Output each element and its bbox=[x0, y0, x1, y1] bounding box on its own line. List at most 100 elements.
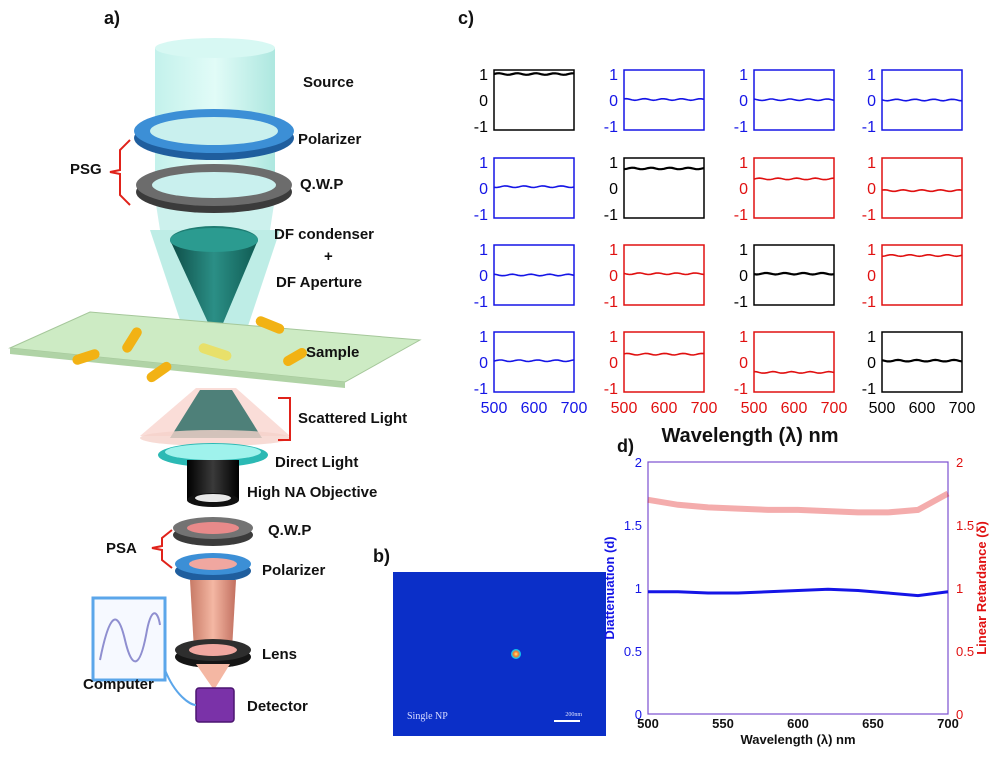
cell-y-tick: 0 bbox=[479, 93, 488, 110]
image-caption: Single NP bbox=[407, 711, 448, 722]
right-y-tick-label: 0 bbox=[956, 707, 963, 722]
diattenuation-line bbox=[648, 587, 949, 598]
cell-y-tick: 1 bbox=[739, 67, 748, 84]
x-tick-label: 700 bbox=[691, 400, 718, 417]
cell-y-tick: 1 bbox=[609, 242, 618, 259]
x-tick-label: 700 bbox=[821, 400, 848, 417]
right-y-tick-label: 1.5 bbox=[956, 518, 974, 533]
matrix-cell-r3c3: 10-1 bbox=[734, 242, 835, 311]
label-polarizer-bottom: Polarizer bbox=[262, 562, 326, 579]
cell-frame bbox=[753, 157, 835, 219]
cell-curve bbox=[623, 352, 705, 356]
matrix-cell-r1c2: 10-1 bbox=[604, 67, 705, 136]
cell-y-tick: 0 bbox=[739, 268, 748, 285]
x-tick-label: 500 bbox=[481, 400, 508, 417]
x-tick-label: 550 bbox=[712, 716, 734, 731]
scalebar bbox=[554, 720, 580, 722]
x-tick-label: 500 bbox=[869, 400, 896, 417]
cell-curve bbox=[753, 177, 835, 181]
sample-plane bbox=[8, 311, 422, 388]
mueller-matrix-chart: 10-110-110-110-110-110-110-110-110-110-1… bbox=[474, 67, 975, 447]
label-df-condenser: DF condenser bbox=[274, 226, 375, 243]
matrix-cell-r3c1: 10-1 bbox=[474, 242, 575, 311]
left-y-tick-label: 0 bbox=[635, 707, 642, 722]
panel-label-a: a) bbox=[104, 8, 121, 28]
left-y-axis-label: Diattenuation (d) bbox=[602, 536, 617, 639]
cell-y-tick: -1 bbox=[862, 207, 876, 224]
matrix-cell-r4c4: 1 0 -1 bbox=[862, 329, 963, 398]
plot-frame bbox=[647, 461, 949, 715]
x-tick-label: 500 bbox=[611, 400, 638, 417]
cell-curve bbox=[881, 188, 963, 193]
cell-frame bbox=[753, 331, 835, 393]
label-sample: Sample bbox=[306, 344, 360, 361]
cell-frame bbox=[493, 331, 575, 393]
scalebar-label: 200nm bbox=[565, 712, 582, 718]
cell-curve bbox=[493, 72, 575, 76]
matrix-cell-r2c3: 10-1 bbox=[734, 155, 835, 224]
qwp-ring-top bbox=[136, 164, 292, 213]
cell-curve bbox=[493, 359, 575, 363]
cell-y-tick: -1 bbox=[474, 381, 488, 398]
cell-y-tick: -1 bbox=[862, 294, 876, 311]
label-qwp-top: Q.W.P bbox=[300, 176, 344, 193]
cell-y-tick: -1 bbox=[604, 207, 618, 224]
label-objective: High NA Objective bbox=[247, 484, 378, 501]
direct-light-ring bbox=[158, 443, 268, 467]
x-tick-label: 700 bbox=[949, 400, 975, 417]
matrix-cell-r3c4: 1 0 -1 bbox=[862, 242, 963, 311]
left-y-tick-label: 1.5 bbox=[624, 518, 642, 533]
scattered-light-bracket bbox=[278, 397, 291, 441]
cell-y-tick: 0 bbox=[609, 181, 618, 198]
x-tick-label: 500 bbox=[637, 716, 659, 731]
single-np-image: Single NP 200nm bbox=[393, 572, 606, 736]
cell-curve bbox=[623, 272, 705, 276]
cell-y-tick: -1 bbox=[734, 207, 748, 224]
right-y-axis-label: Linear Retardance (δ) bbox=[974, 521, 989, 655]
panel-label-b: b) bbox=[373, 546, 390, 566]
label-df-aperture: DF Aperture bbox=[276, 274, 363, 291]
cell-y-tick: 1 bbox=[867, 329, 876, 346]
cell-curve bbox=[753, 370, 835, 374]
cell-frame bbox=[881, 244, 963, 306]
matrix-cell-r1c4: 10-1 bbox=[862, 67, 963, 136]
x-axis-label: Wavelength (λ) nm bbox=[661, 425, 838, 447]
cell-y-tick: 0 bbox=[867, 268, 876, 285]
cell-y-tick: 0 bbox=[739, 93, 748, 110]
focused-beam bbox=[196, 664, 230, 690]
computer-cable bbox=[164, 669, 197, 706]
panel-label-d: d) bbox=[617, 436, 634, 456]
matrix-cell-r3c2: 10-1 bbox=[604, 242, 705, 311]
cell-y-tick: -1 bbox=[862, 119, 876, 136]
cell-y-tick: -1 bbox=[604, 381, 618, 398]
label-direct-light: Direct Light bbox=[275, 454, 359, 471]
cell-y-tick: 1 bbox=[479, 155, 488, 172]
right-y-tick-label: 0.5 bbox=[956, 644, 974, 659]
matrix-cell-r4c3: 10-1 bbox=[734, 329, 835, 398]
matrix-cell-r4c1: 10-1 bbox=[474, 329, 575, 398]
label-detector: Detector bbox=[247, 698, 308, 715]
matrix-cell-r2c2: 10-1 bbox=[604, 155, 705, 224]
right-y-tick-label: 2 bbox=[956, 455, 963, 470]
label-lens: Lens bbox=[262, 646, 298, 663]
cell-y-tick: 0 bbox=[867, 355, 876, 372]
cell-y-tick: 1 bbox=[479, 67, 488, 84]
cell-y-tick: -1 bbox=[862, 381, 876, 398]
psa-bracket bbox=[151, 529, 173, 569]
label-psa: PSA bbox=[106, 540, 137, 557]
cell-y-tick: 1 bbox=[609, 329, 618, 346]
cell-y-tick: 0 bbox=[479, 268, 488, 285]
cell-y-tick: 0 bbox=[867, 181, 876, 198]
cell-y-tick: -1 bbox=[474, 119, 488, 136]
cell-y-tick: 1 bbox=[479, 329, 488, 346]
cell-y-tick: 1 bbox=[867, 242, 876, 259]
matrix-cell-r2c1: 10-1 bbox=[474, 155, 575, 224]
cell-y-tick: 0 bbox=[739, 181, 748, 198]
cell-y-tick: 0 bbox=[479, 181, 488, 198]
right-y-tick-label: 1 bbox=[956, 581, 963, 596]
cell-y-tick: 0 bbox=[739, 355, 748, 372]
cell-y-tick: -1 bbox=[474, 294, 488, 311]
left-y-tick-label: 1 bbox=[635, 581, 642, 596]
label-psg: PSG bbox=[70, 161, 102, 178]
